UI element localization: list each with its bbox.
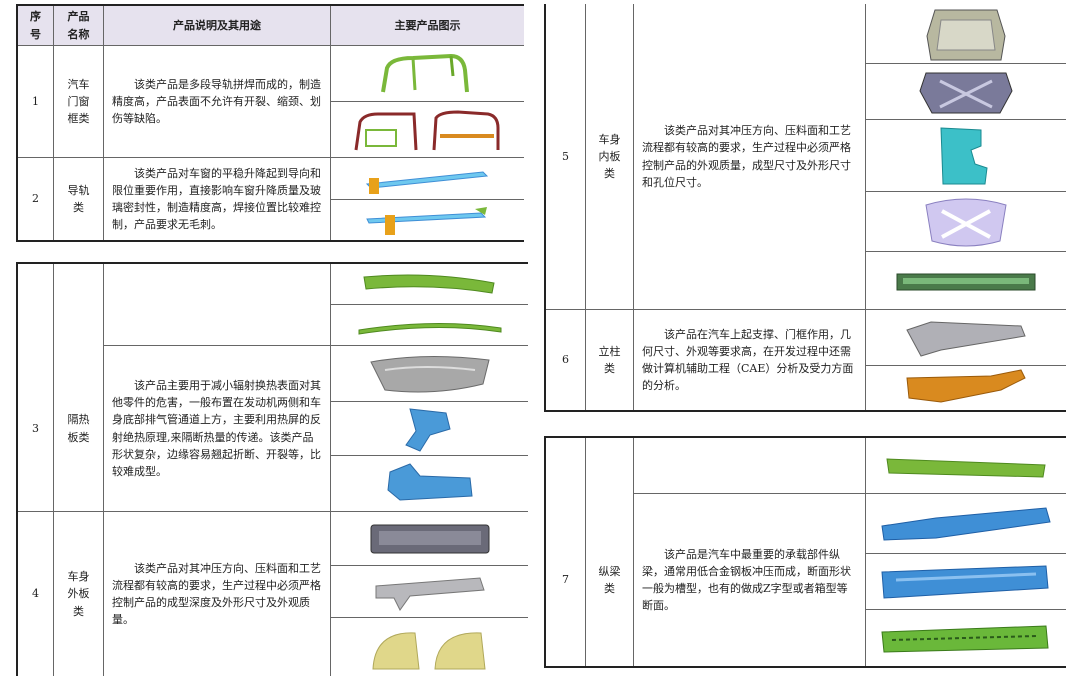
row3-image-2 [331, 402, 528, 456]
row5-image-4 [866, 192, 1066, 252]
inner-panel-part-image [940, 126, 988, 184]
longitudinal-beam-part-image [886, 457, 1046, 478]
heat-shield-part-image [369, 355, 490, 392]
row1-name: 汽车 门窗 框类 [54, 46, 104, 158]
row5-name: 车身 内板 类 [586, 4, 634, 310]
row3-image-3 [331, 456, 528, 512]
pillar-part-image [906, 369, 1026, 403]
inner-panel-part-image [925, 198, 1007, 246]
row3-desc: 该产品主要用于减小辐射换热表面对其他零件的危害，一般布置在发动机两侧和车身底部排… [104, 346, 331, 512]
row2-name: 导轨 类 [54, 158, 104, 240]
row3-cont-desc [104, 264, 331, 346]
header-name: 产品 名称 [54, 6, 104, 46]
heat-shield-part-image [386, 462, 473, 501]
inner-panel-part-image [896, 273, 1036, 290]
row1-desc: 该类产品是多段导轨拼焊而成的，制造精度高，产品表面不允许有开裂、缩颈、划伤等缺陷… [104, 46, 331, 158]
header-desc: 产品说明及其用途 [104, 6, 331, 46]
row2-desc: 该类产品对车窗的平稳升降起到导向和限位重要作用，直接影响车窗升降质量及玻璃密封性… [104, 158, 331, 240]
longitudinal-beam-part-image [881, 625, 1049, 653]
row4-image-2 [331, 566, 528, 618]
row1-image-2 [331, 102, 524, 158]
outer-panel-part-image [370, 524, 489, 553]
row3-cont-index [18, 264, 54, 346]
outer-panel-part-image [375, 576, 485, 611]
row5-image-2 [866, 64, 1066, 120]
row7-index: 7 [546, 494, 586, 666]
row4-name: 车身 外板 类 [54, 512, 104, 676]
row4-image-1 [331, 512, 528, 566]
heat-shield-part-image [362, 274, 495, 294]
row7-cont-desc [634, 438, 866, 494]
row2-index: 2 [18, 158, 54, 240]
row7-image-1 [866, 438, 1066, 494]
heat-shield-part-image [404, 407, 451, 452]
row7-desc: 该产品是汽车中最重要的承载部件纵梁，通常用低合金钢板冲压而成，断面形状一般为槽型… [634, 494, 866, 666]
row6-index: 6 [546, 310, 586, 410]
table-c: 5 车身 内板 类 该类产品对其冲压方向、压料面和工艺流程都有较高的要求，生产过… [544, 4, 1066, 412]
door-frame-part-image [380, 53, 469, 92]
row6-image-1 [866, 310, 1066, 366]
row5-image-3 [866, 120, 1066, 192]
row3-cont-image-1 [331, 264, 528, 305]
row5-image-5 [866, 252, 1066, 310]
row7-image-3 [866, 554, 1066, 610]
row3-name: 隔热 板类 [54, 346, 104, 512]
header-index: 序 号 [18, 6, 54, 46]
pillar-part-image [906, 320, 1026, 357]
inner-panel-part-image [919, 72, 1013, 113]
longitudinal-beam-part-image [881, 564, 1049, 599]
row3-index: 3 [18, 346, 54, 512]
row7-cont-index [546, 438, 586, 494]
door-frame-part-image [354, 109, 499, 150]
row5-desc: 该类产品对其冲压方向、压料面和工艺流程都有较高的要求，生产过程中必须严格控制产品… [634, 4, 866, 310]
row6-desc: 该产品在汽车上起支撑、门框作用，几何尺寸、外观等要求高，在开发过程中还需做计算机… [634, 310, 866, 410]
row4-image-3 [331, 618, 528, 676]
heat-shield-part-image [358, 322, 501, 335]
row7-cont-name [586, 438, 634, 494]
row1-image-1 [331, 46, 524, 102]
table-d: 7 纵梁 类 该产品是汽车中最重要的承载部件纵梁，通常用低合金钢板冲压而成，断面… [544, 436, 1066, 668]
row5-index: 5 [546, 4, 586, 310]
row3-cont-name [54, 264, 104, 346]
row7-name: 纵梁 类 [586, 494, 634, 666]
row2-image-2 [331, 200, 524, 240]
row1-index: 1 [18, 46, 54, 158]
table-b: 3 隔热 板类 该产品主要用于减小辐射换热表面对其他零件的危害，一般布置在发动机… [16, 262, 528, 676]
longitudinal-beam-part-image [881, 506, 1051, 541]
row6-name: 立柱 类 [586, 310, 634, 410]
outer-panel-part-image [371, 632, 486, 670]
row6-image-2 [866, 366, 1066, 410]
row5-image-1 [866, 4, 1066, 64]
header-images: 主要产品图示 [331, 6, 524, 46]
row7-image-2 [866, 494, 1066, 554]
row3-cont-image-2 [331, 305, 528, 346]
row4-index: 4 [18, 512, 54, 676]
table-a: 序 号 产品 名称 产品说明及其用途 主要产品图示 1 汽车 门窗 框类 该类产… [16, 4, 524, 242]
guide-rail-part-image [365, 207, 487, 235]
guide-rail-part-image [365, 170, 488, 194]
inner-panel-part-image [926, 9, 1006, 60]
row2-image-1 [331, 158, 524, 200]
row3-image-1 [331, 346, 528, 402]
row4-desc: 该类产品对其冲压方向、压料面和工艺流程都有较高的要求，生产过程中必须严格控制产品… [104, 512, 331, 676]
row7-image-4 [866, 610, 1066, 666]
